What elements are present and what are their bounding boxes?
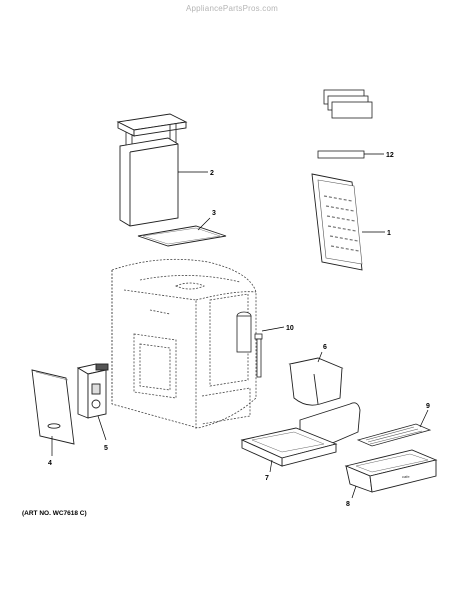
part-4-side-panel: 4 [31,369,75,467]
part-5-brew-unit: 5 [76,363,109,452]
callout-9: 9 [426,403,430,410]
art-number-label: (ART NO. WC7618 C) [22,510,87,517]
callout-6: 6 [323,344,327,351]
part-10-spout: 10 [236,311,294,378]
callout-10: 10 [286,325,294,332]
watermark-text: AppliancePartsPros.com [186,4,278,13]
part-12-label-strip: 12 [317,150,394,159]
svg-text:cafe: cafe [402,474,410,479]
part-9-grate: 9 [356,403,432,447]
callout-4: 4 [48,460,52,467]
part-7-drip-tray: 7 [240,402,361,482]
callout-1: 1 [387,230,391,237]
part-6-grounds-container: 6 [288,344,344,406]
document-stack-part [323,89,373,119]
callout-3: 3 [212,210,216,217]
callout-5: 5 [104,445,108,452]
callout-8: 8 [346,501,350,508]
callout-7: 7 [265,475,269,482]
part-3-mat: 3 [137,210,227,247]
callout-2: 2 [210,170,214,177]
part-2-water-tank: 2 [116,113,214,227]
callout-12: 12 [386,152,394,159]
machine-body-outline [111,258,257,430]
part-1-manual-booklet: 1 [311,173,391,271]
part-8-cup-tray: cafe 8 [344,449,438,508]
